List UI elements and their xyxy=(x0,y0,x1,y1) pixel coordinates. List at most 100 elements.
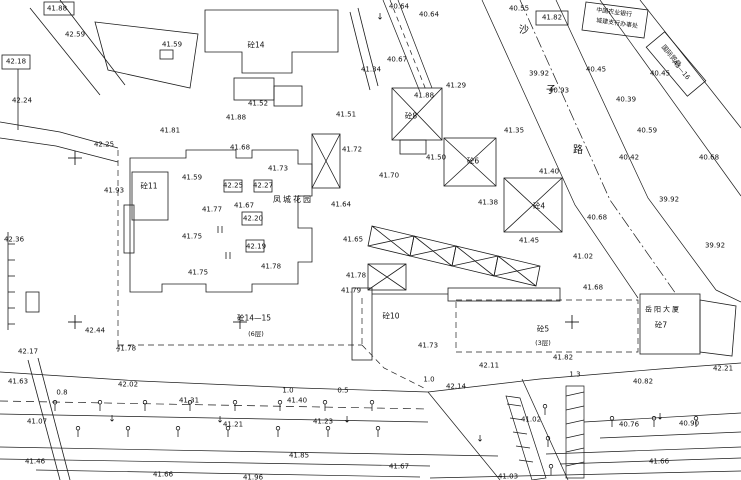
elevation-label: 41.65 xyxy=(342,235,364,244)
elevation-label: 41.59 xyxy=(161,40,183,49)
road-arrow-symbol: ↓ xyxy=(376,12,384,23)
elevation-label: 42.20 xyxy=(242,214,264,223)
elevation-label: 41.02 xyxy=(520,415,542,424)
elevation-label: 42.19 xyxy=(245,242,267,251)
elevation-label: 42.59 xyxy=(64,30,86,39)
elevation-label: 41.82 xyxy=(552,353,574,362)
elevation-label: 41.70 xyxy=(378,171,400,180)
elevation-label: 41.35 xyxy=(503,126,525,135)
elevation-label: 42.27 xyxy=(252,181,274,190)
elevation-label: 41.78 xyxy=(260,262,282,271)
elevation-label: 41.88 xyxy=(46,4,68,13)
floor-note-label: (3层) xyxy=(535,338,551,347)
elevation-label: 41.63 xyxy=(7,377,29,386)
elevation-label: 41.88 xyxy=(225,113,247,122)
elevation-label: 41.85 xyxy=(288,451,310,460)
elevation-label: 41.77 xyxy=(201,205,223,214)
elevation-label: 42.25 xyxy=(222,181,244,190)
elevation-label: 40.42 xyxy=(618,153,640,162)
building-label: 砼10 xyxy=(382,311,400,321)
distance-label: 1.3 xyxy=(569,370,581,379)
elevation-label: 41.68 xyxy=(582,283,604,292)
distance-label: 0.5 xyxy=(337,386,349,395)
elevation-label: 41.02 xyxy=(572,252,594,261)
elevation-label: 41.51 xyxy=(335,110,357,119)
elevation-label: 42.44 xyxy=(84,326,106,335)
elevation-label: 40.82 xyxy=(632,377,654,386)
road-arrow-symbol: ↓ xyxy=(216,415,224,426)
elevation-label: 41.78 xyxy=(115,344,137,353)
building-label: 砼11 xyxy=(140,181,158,191)
elevation-label: 40.68 xyxy=(586,213,608,222)
elevation-label: 42.18 xyxy=(5,57,27,66)
distance-label: 1.0 xyxy=(423,375,435,384)
elevation-label: 42.02 xyxy=(117,380,139,389)
elevation-label: 41.88 xyxy=(413,91,435,100)
elevation-label: 40.45 xyxy=(649,69,671,78)
elevation-label: 41.40 xyxy=(538,167,560,176)
elevation-label: 41.67 xyxy=(233,201,255,210)
elevation-label: 41.31 xyxy=(178,396,200,405)
elevation-label: 40.90 xyxy=(678,419,700,428)
elevation-label: 41.96 xyxy=(242,473,264,480)
floor-note-label: (6层) xyxy=(248,329,264,338)
elevation-label: 41.82 xyxy=(541,13,563,22)
elevation-label: 41.73 xyxy=(417,341,439,350)
elevation-label: 41.29 xyxy=(445,81,467,90)
elevation-label: 41.59 xyxy=(181,173,203,182)
area-name-label: 凤城花园 xyxy=(273,195,313,204)
elevation-label: 40.68 xyxy=(698,153,720,162)
building-label: 砼14—15 xyxy=(236,313,272,323)
elevation-label: 41.72 xyxy=(341,145,363,154)
elevation-label: 41.45 xyxy=(518,236,540,245)
elevation-label: 41.03 xyxy=(497,472,519,480)
elevation-label: 41.40 xyxy=(286,396,308,405)
elevation-label: 41.07 xyxy=(26,417,48,426)
elevation-label: 41.66 xyxy=(152,470,174,479)
elevation-label: 41.23 xyxy=(312,417,334,426)
building-label: 砼7 xyxy=(654,320,668,330)
street-name-char: 子 xyxy=(546,85,556,96)
distance-label: 0.8 xyxy=(56,388,68,397)
building-label: 砼4 xyxy=(532,201,546,211)
area-name-label: 岳阳大厦 xyxy=(645,305,681,314)
distance-label: 1.0 xyxy=(282,386,294,395)
building-label: 砼6 xyxy=(466,156,480,166)
elevation-label: 41.75 xyxy=(181,232,203,241)
elevation-label: 40.67 xyxy=(386,55,408,64)
street-name-char: 沙 xyxy=(519,25,529,36)
elevation-label: 39.92 xyxy=(528,69,550,78)
elevation-label: 42.25 xyxy=(93,140,115,149)
building-label: 砼5 xyxy=(536,324,550,334)
sign-text: 城建支行办事处 xyxy=(595,17,639,30)
elevation-label: 40.39 xyxy=(615,95,637,104)
road-arrow-symbol: ↓ xyxy=(108,414,116,425)
elevation-label: 40.93 xyxy=(548,86,570,95)
elevation-label: 41.67 xyxy=(388,462,410,471)
road-arrow-symbol: ↓ xyxy=(343,415,351,426)
elevation-label: 41.52 xyxy=(247,99,269,108)
elevation-label: 41.68 xyxy=(229,143,251,152)
elevation-label: 40.64 xyxy=(418,10,440,19)
building-label: 砼8 xyxy=(404,111,418,121)
street-name-char: 路 xyxy=(573,145,583,156)
elevation-label: 41.46 xyxy=(24,457,46,466)
elevation-label: 41.21 xyxy=(222,420,244,429)
elevation-label: 41.75 xyxy=(187,268,209,277)
elevation-label: 39.92 xyxy=(704,241,726,250)
elevation-label: 42.24 xyxy=(11,96,33,105)
elevation-label: 39.92 xyxy=(658,195,680,204)
elevation-label: 41.34 xyxy=(360,65,382,74)
elevation-label: 41.79 xyxy=(340,286,362,295)
elevation-label: 40.76 xyxy=(618,420,640,429)
elevation-label: 41.64 xyxy=(330,200,352,209)
road-arrow-symbol: ↓ xyxy=(476,434,484,445)
elevation-label: 42.21 xyxy=(712,364,734,373)
building-label: 砼14 xyxy=(247,40,265,50)
elevation-label: 42.36 xyxy=(3,235,25,244)
